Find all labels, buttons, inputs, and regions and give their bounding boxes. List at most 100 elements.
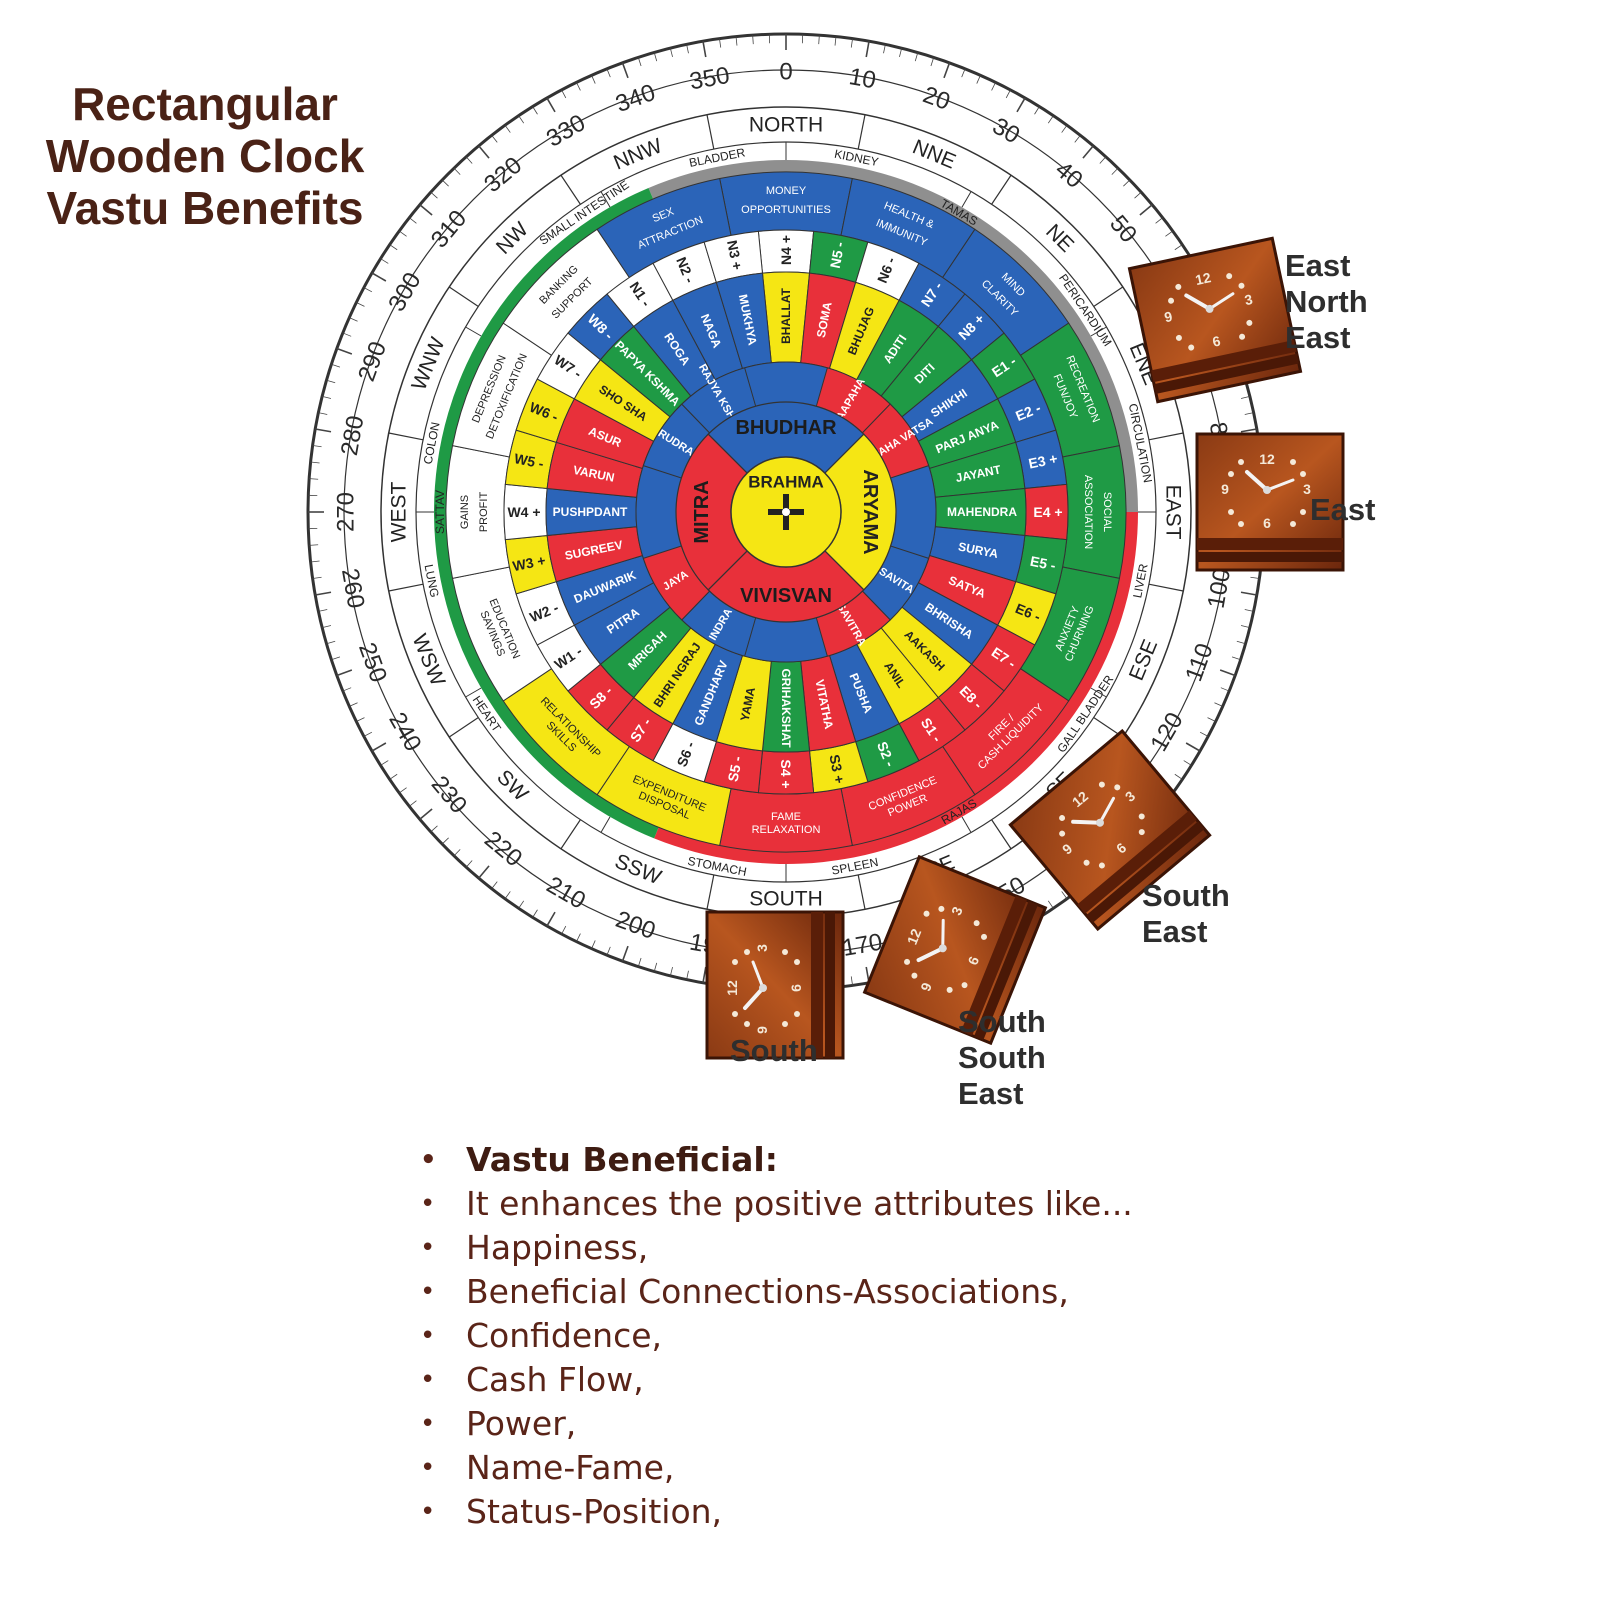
degree-tick xyxy=(961,68,966,78)
degree-tick xyxy=(1082,145,1094,159)
organ-divider xyxy=(961,191,972,208)
numeral-9: 9 xyxy=(1221,481,1229,497)
devta-label: MAHENDRA xyxy=(947,505,1017,519)
organ-divider xyxy=(600,816,611,833)
direction-divider xyxy=(1148,583,1184,592)
pada-label: S4 + xyxy=(778,759,794,788)
degree-tick xyxy=(752,35,754,45)
degree-tick xyxy=(546,911,556,927)
clock-label-line: South xyxy=(730,1033,818,1068)
degree-tick xyxy=(326,379,336,384)
benefit-item: It enhances the positive attributes like… xyxy=(420,1182,1180,1226)
pada-label: N4 + xyxy=(778,235,794,265)
degree-tick xyxy=(1244,609,1254,612)
degree-tick xyxy=(1240,591,1257,596)
degree-tick xyxy=(342,687,352,692)
degree-tick xyxy=(491,135,498,143)
zone-label: GAINS xyxy=(459,495,471,529)
pada-label: E3 + xyxy=(1027,450,1059,471)
clock-label-east: East xyxy=(1310,492,1375,528)
direction-divider xyxy=(857,874,866,910)
numeral-3: 3 xyxy=(1303,481,1311,497)
degree-tick xyxy=(1047,115,1054,124)
direction-divider xyxy=(1093,286,1124,307)
pada-label: S5 - xyxy=(725,754,746,783)
degree-tick xyxy=(318,609,328,612)
degree-tick xyxy=(1099,156,1107,164)
pada-label: W3 + xyxy=(511,552,547,574)
degree-tick xyxy=(504,891,511,899)
wooden-clock-south: 12 3 6 9 xyxy=(705,910,845,1060)
degree-tick xyxy=(576,933,581,942)
degree-tick xyxy=(653,52,658,62)
degree-tick xyxy=(865,41,870,58)
degree-tick xyxy=(322,395,332,399)
degree-label: 0 xyxy=(779,59,792,86)
direction-divider xyxy=(388,432,424,441)
direction-divider xyxy=(706,874,715,910)
degree-tick xyxy=(653,962,658,972)
wooden-clock-east: 12 3 6 9 xyxy=(1195,432,1345,572)
degree-tick xyxy=(532,106,538,115)
direction-divider xyxy=(706,114,715,150)
degree-tick xyxy=(1155,217,1163,224)
direction-divider xyxy=(448,286,479,307)
clock-label-line: South xyxy=(1142,878,1230,913)
zone-label: FAME xyxy=(771,811,801,823)
organ-divider xyxy=(465,326,482,337)
clock-icon: 12 3 6 9 xyxy=(1195,432,1345,572)
pada-label: W5 - xyxy=(513,450,545,472)
degree-tick xyxy=(1134,191,1142,199)
degree-tick xyxy=(1111,167,1119,175)
zone-label: PROFIT xyxy=(478,492,490,533)
numeral-9: 9 xyxy=(1163,308,1174,325)
degree-tick xyxy=(943,62,951,79)
benefit-item: Cash Flow, xyxy=(420,1358,1180,1402)
clock-icon: 12 3 6 9 xyxy=(1008,728,1212,932)
degree-tick xyxy=(504,125,511,133)
direction-divider xyxy=(991,819,1012,850)
degree-tick xyxy=(342,332,352,337)
organ-label: LIVER xyxy=(1130,562,1150,599)
degree-tick xyxy=(669,966,673,976)
direction-divider xyxy=(1148,432,1184,441)
degree-tick xyxy=(637,957,642,967)
degree-tick xyxy=(409,800,417,807)
pada-label: N3 + xyxy=(724,239,746,272)
degree-tick xyxy=(331,656,341,661)
degree-tick xyxy=(409,217,417,224)
organ-divider xyxy=(1090,326,1107,337)
degree-tick xyxy=(818,35,820,45)
benefit-item: Power, xyxy=(420,1402,1180,1446)
degree-tick xyxy=(441,179,449,187)
direction-label: WEST xyxy=(388,482,411,543)
degree-tick xyxy=(1005,89,1011,99)
organ-label: LUNG xyxy=(422,563,442,598)
direction-label: EAST xyxy=(1162,485,1185,540)
degree-tick xyxy=(532,909,538,918)
benefit-item: Name-Fame, xyxy=(420,1446,1180,1490)
degree-tick xyxy=(453,849,461,857)
degree-tick xyxy=(371,272,387,282)
degree-tick xyxy=(1231,656,1241,661)
benefit-item: Happiness, xyxy=(420,1226,1180,1270)
degree-tick xyxy=(465,860,473,868)
degree-tick xyxy=(371,742,387,752)
clock-icon: 12 3 6 9 xyxy=(1127,236,1303,404)
organ-divider xyxy=(465,687,482,698)
degree-tick xyxy=(883,44,886,54)
degree-tick xyxy=(1207,717,1216,722)
degree-tick xyxy=(561,89,567,99)
degree-tick xyxy=(430,191,438,199)
degree-tick xyxy=(478,865,490,879)
devta-label: YAMA xyxy=(738,686,758,723)
numeral-3: 3 xyxy=(754,944,770,952)
degree-tick xyxy=(453,167,461,175)
degree-tick xyxy=(1165,230,1173,237)
pada-label: E4 + xyxy=(1033,504,1062,520)
degree-tick xyxy=(356,302,365,307)
pada-label: S3 + xyxy=(826,753,847,785)
numeral-12: 12 xyxy=(904,926,925,947)
